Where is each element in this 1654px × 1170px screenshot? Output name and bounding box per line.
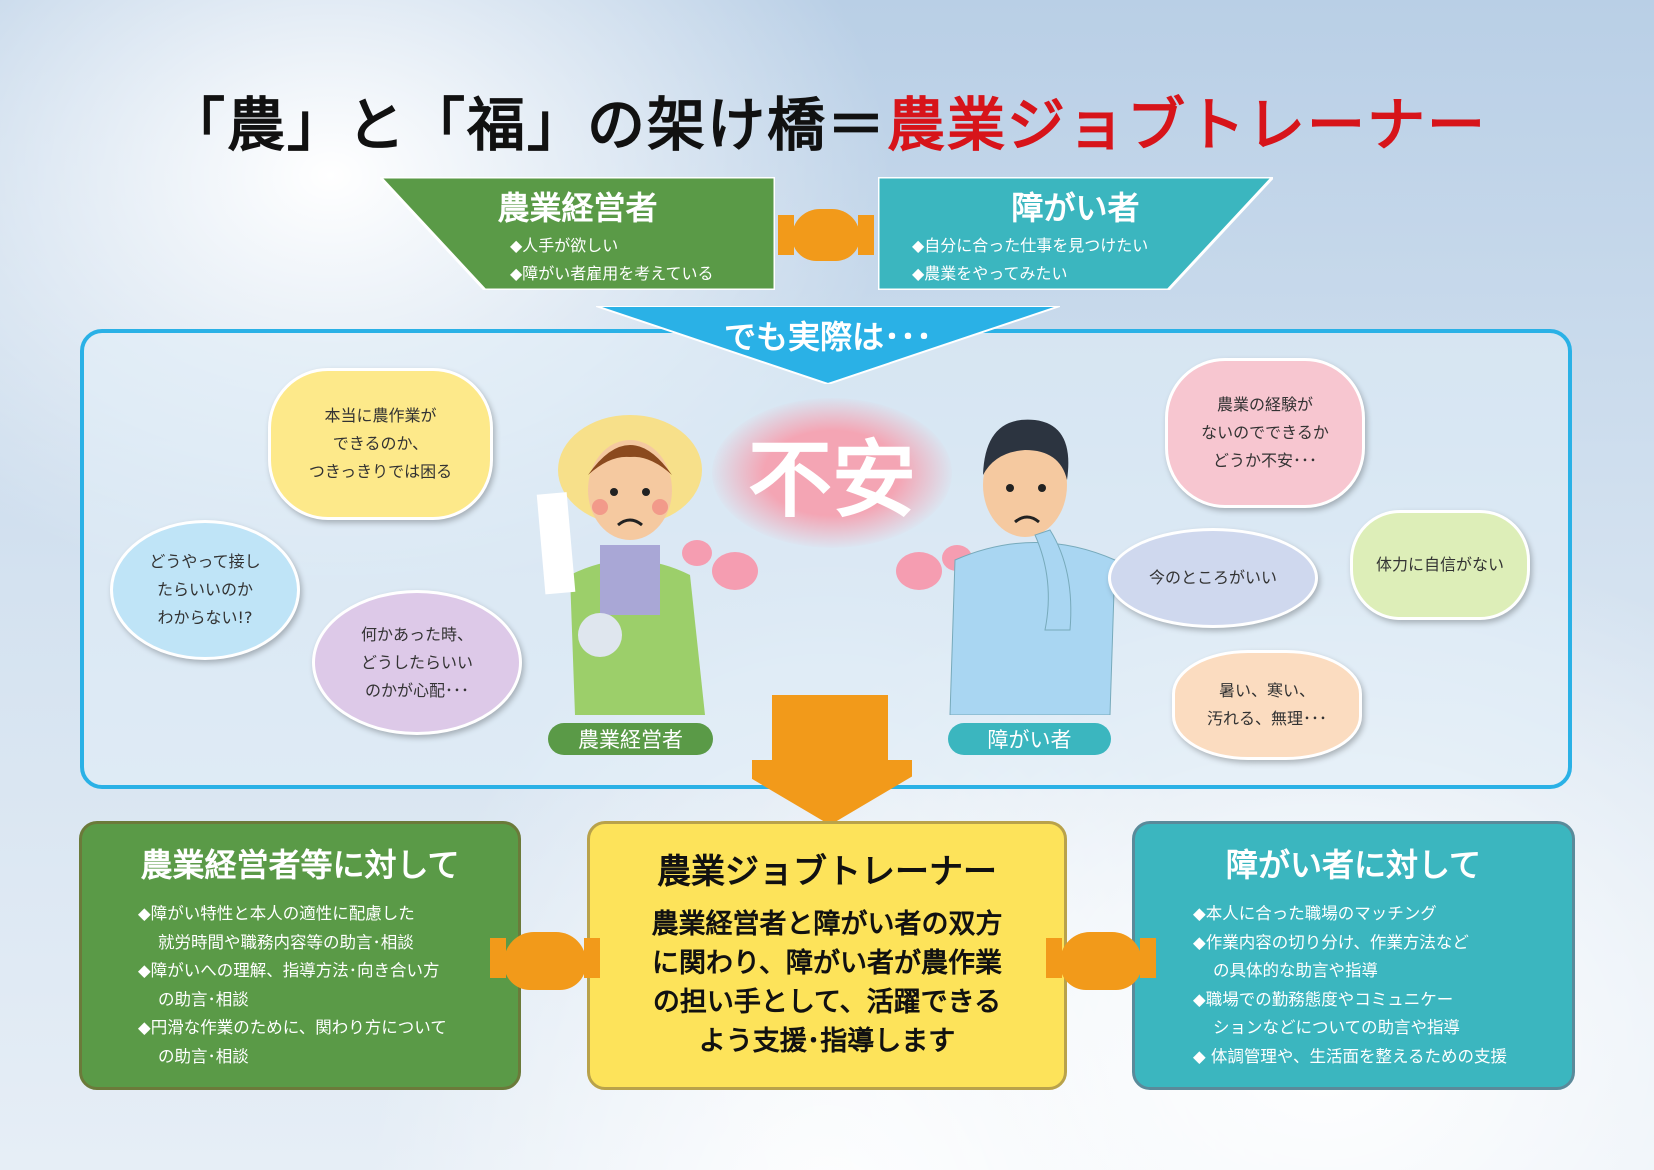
speech-bubble: 本当に農作業ができるのか、つきっきりでは困る: [268, 368, 493, 520]
speech-bubble: 農業の経験がないのでできるかどうか不安･･･: [1165, 358, 1365, 508]
text-line: 就労時間や職務内容等の助言･相談: [158, 932, 414, 952]
disabled-need: ◆農業をやってみたい: [912, 264, 1068, 283]
speech-bubble: 体力に自信がない: [1350, 510, 1530, 620]
text-line: の具体的な助言や指導: [1213, 961, 1378, 980]
speech-bubble: 暑い、寒い、汚れる、無理･･･: [1172, 650, 1362, 760]
disabled-heading: 障がい者: [1011, 189, 1140, 227]
text-line: ◆障がい特性と本人の適性に配慮した: [138, 904, 415, 923]
thought-dot: [896, 552, 942, 590]
farmer-needs-panel: 農業経営者 ◆人手が欲しい ◆障がい者雇用を考えている: [380, 177, 775, 290]
title-part1: 「農」と「福」の架け橋＝: [166, 91, 887, 159]
disabled-label: 障がい者: [948, 723, 1111, 755]
farmer-label: 農業経営者: [548, 723, 713, 755]
text-line: ションなどについての助言や指導: [1213, 1018, 1461, 1037]
text-line: 農業経営者と障がい者の双方: [651, 909, 1003, 940]
text-line: 今のところがいい: [1148, 568, 1277, 587]
title-highlight: 農業ジョブトレーナー: [887, 91, 1488, 159]
text-line: に関わり、障がい者が農作業: [652, 948, 1002, 979]
job-trainer-box: 農業ジョブトレーナー 農業経営者と障がい者の双方に関わり、障がい者が農作業の担い…: [587, 821, 1067, 1090]
text-line: わからない!?: [157, 608, 253, 627]
text-line: ◆ 体調管理や、生活面を整えるための支援: [1193, 1046, 1507, 1066]
text-line: 何かあった時、: [360, 624, 473, 644]
box-heading: 障がい者に対して: [1225, 846, 1482, 884]
disabled-support-box: 障がい者に対して ◆本人に合った職場のマッチング ◆作業内容の切り分け、作業方法な…: [1132, 821, 1575, 1090]
speech-bubble: 何かあった時、どうしたらいいのかが心配･･･: [312, 590, 522, 735]
text-line: ◆職場での勤務態度やコミュニケー: [1193, 989, 1454, 1009]
text-line: の助言･相談: [158, 989, 249, 1009]
text-line: つきっきりでは困る: [308, 462, 453, 481]
text-line: の助言･相談: [158, 1046, 249, 1066]
text-line: ◆本人に合った職場のマッチング: [1193, 904, 1437, 923]
handshake-icon: [1046, 928, 1156, 994]
text-line: よう支援･指導します: [698, 1026, 956, 1057]
text-line: ないのでできるか: [1201, 423, 1329, 442]
farmer-illustration: [530, 395, 730, 715]
speech-bubble: 今のところがいい: [1108, 528, 1318, 628]
box-heading: 農業ジョブトレーナー: [657, 852, 997, 892]
text-line: のかが心配･･･: [364, 680, 469, 700]
page-title: 「農」と「福」の架け橋＝農業ジョブトレーナー: [0, 78, 1654, 162]
text-line: 汚れる、無理･･･: [1206, 709, 1327, 728]
handshake-icon: [490, 928, 600, 994]
disabled-person-illustration: [945, 410, 1125, 716]
farmer-heading: 農業経営者: [497, 189, 658, 227]
text-line: できるのか、: [332, 434, 429, 453]
text-line: 本当に農作業が: [324, 406, 437, 425]
text-line: たらいいのか: [156, 580, 253, 599]
text-line: どうしたらいい: [360, 652, 473, 672]
farmer-need: ◆人手が欲しい: [510, 236, 619, 255]
disabled-need: ◆自分に合った仕事を見つけたい: [912, 236, 1149, 255]
farmer-support-box: 農業経営者等に対して ◆障がい特性と本人の適性に配慮した就労時間や職務内容等の助…: [79, 821, 521, 1090]
text-line: の担い手として、活躍できる: [652, 987, 1002, 1018]
banner-text: でも実際は･･･: [723, 318, 932, 356]
text-line: 暑い、寒い、: [1218, 681, 1315, 700]
text-line: 体力に自信がない: [1375, 555, 1504, 574]
text-line: ◆作業内容の切り分け、作業方法など: [1193, 932, 1469, 952]
farmer-need: ◆障がい者雇用を考えている: [510, 264, 714, 283]
text-line: ◆障がいへの理解、指導方法･向き合い方: [138, 961, 440, 980]
box-heading: 農業経営者等に対して: [140, 846, 460, 884]
text-line: 農業の経験が: [1216, 395, 1313, 414]
banner: でも実際は･･･: [595, 305, 1061, 386]
anxiety-word: 不安: [712, 398, 952, 548]
thought-dot: [682, 540, 712, 566]
speech-bubble: どうやって接したらいいのかわからない!?: [110, 520, 300, 660]
thought-dot: [712, 552, 758, 590]
handshake-icon: [778, 205, 874, 265]
text-line: どうやって接し: [149, 552, 261, 571]
disabled-needs-panel: 障がい者 ◆自分に合った仕事を見つけたい ◆農業をやってみたい: [878, 177, 1273, 290]
text-line: どうか不安･･･: [1212, 451, 1317, 470]
text-line: ◆円滑な作業のために、関わり方について: [138, 1018, 447, 1037]
down-arrow-icon: [752, 695, 912, 825]
